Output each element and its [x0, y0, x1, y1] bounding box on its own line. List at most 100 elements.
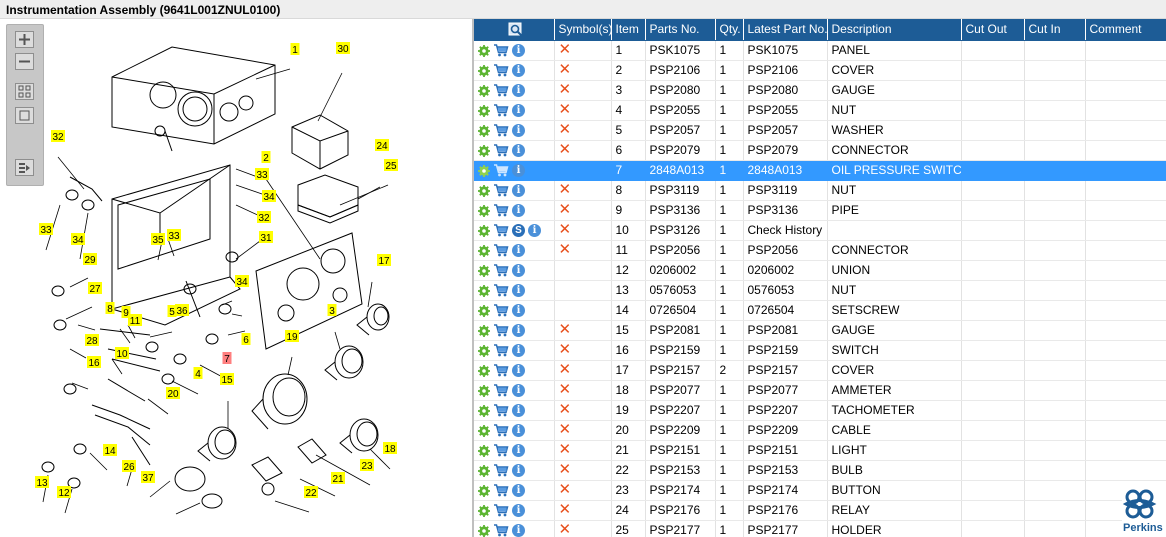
callout-10[interactable]: 10 [116, 349, 128, 360]
configure-icon[interactable] [478, 64, 490, 77]
configure-icon[interactable] [478, 244, 490, 257]
callout-1[interactable]: 1 [292, 45, 298, 56]
add-to-cart-icon[interactable] [493, 144, 509, 157]
callout-17[interactable]: 17 [378, 256, 390, 267]
info-icon[interactable]: i [512, 164, 525, 178]
info-icon[interactable]: i [512, 524, 525, 537]
info-icon[interactable]: i [528, 224, 541, 238]
column-header-actions[interactable] [474, 19, 555, 41]
callout-34[interactable]: 34 [72, 235, 84, 246]
add-to-cart-icon[interactable] [493, 424, 509, 437]
configure-icon[interactable] [478, 344, 490, 357]
add-to-cart-icon[interactable] [493, 164, 509, 177]
info-icon[interactable]: i [512, 104, 525, 118]
configure-icon[interactable] [478, 484, 490, 497]
configure-icon[interactable] [478, 444, 490, 457]
callout-34[interactable]: 34 [236, 277, 248, 288]
configure-icon[interactable] [478, 124, 490, 137]
info-icon[interactable]: i [512, 204, 525, 218]
configure-icon[interactable] [478, 264, 490, 277]
configure-icon[interactable] [478, 424, 490, 437]
callout-19[interactable]: 19 [286, 332, 298, 343]
callout-8[interactable]: 8 [107, 304, 113, 315]
supersession-icon[interactable]: S [512, 224, 525, 238]
configure-icon[interactable] [478, 404, 490, 417]
configure-icon[interactable] [478, 164, 490, 177]
callout-16[interactable]: 16 [88, 358, 100, 369]
info-icon[interactable]: i [512, 324, 525, 338]
callout-28[interactable]: 28 [86, 336, 98, 347]
column-header-comment[interactable]: Comment [1085, 19, 1166, 41]
callout-33[interactable]: 33 [256, 170, 268, 181]
add-to-cart-icon[interactable] [493, 464, 509, 477]
column-header-description[interactable]: Description [827, 19, 962, 41]
callout-25[interactable]: 25 [385, 161, 397, 172]
info-icon[interactable]: i [512, 384, 525, 398]
info-icon[interactable]: i [512, 44, 525, 58]
callout-18[interactable]: 18 [384, 444, 396, 455]
callout-9[interactable]: 9 [123, 308, 129, 319]
callout-7[interactable]: 7 [224, 354, 230, 365]
callout-5[interactable]: 5 [169, 307, 175, 318]
column-header-qty[interactable]: Qty. [715, 19, 744, 41]
add-to-cart-icon[interactable] [493, 484, 509, 497]
column-header-cut-in[interactable]: Cut In [1024, 19, 1086, 41]
column-header-cut-out[interactable]: Cut Out [961, 19, 1025, 41]
info-icon[interactable]: i [512, 404, 525, 418]
callout-27[interactable]: 27 [89, 284, 101, 295]
add-to-cart-icon[interactable] [493, 244, 509, 257]
add-to-cart-icon[interactable] [493, 84, 509, 97]
add-to-cart-icon[interactable] [493, 64, 509, 77]
info-icon[interactable]: i [512, 124, 525, 138]
add-to-cart-icon[interactable] [493, 504, 509, 517]
callout-4[interactable]: 4 [195, 369, 201, 380]
info-icon[interactable]: i [512, 424, 525, 438]
callout-2[interactable]: 2 [263, 153, 269, 164]
add-to-cart-icon[interactable] [493, 44, 509, 57]
info-icon[interactable]: i [512, 484, 525, 498]
callout-32[interactable]: 32 [258, 213, 270, 224]
info-icon[interactable]: i [512, 504, 525, 518]
info-icon[interactable]: i [512, 464, 525, 478]
callout-13[interactable]: 13 [36, 478, 48, 489]
add-to-cart-icon[interactable] [493, 224, 509, 237]
callout-3[interactable]: 3 [329, 306, 335, 317]
add-to-cart-icon[interactable] [493, 344, 509, 357]
configure-icon[interactable] [478, 284, 490, 297]
info-icon[interactable]: i [512, 84, 525, 98]
callout-37[interactable]: 37 [142, 473, 154, 484]
actual-size-button[interactable] [15, 107, 34, 124]
add-to-cart-icon[interactable] [493, 524, 509, 537]
callout-12[interactable]: 12 [58, 488, 70, 499]
callout-23[interactable]: 23 [361, 461, 373, 472]
configure-icon[interactable] [478, 104, 490, 117]
info-icon[interactable]: i [512, 344, 525, 358]
configure-icon[interactable] [478, 324, 490, 337]
info-icon[interactable]: i [512, 64, 525, 78]
configure-icon[interactable] [478, 184, 490, 197]
info-icon[interactable]: i [512, 284, 525, 298]
callout-33[interactable]: 33 [40, 225, 52, 236]
callout-21[interactable]: 21 [332, 474, 344, 485]
configure-icon[interactable] [478, 44, 490, 57]
info-icon[interactable]: i [512, 184, 525, 198]
add-to-cart-icon[interactable] [493, 104, 509, 117]
callout-15[interactable]: 15 [221, 375, 233, 386]
configure-icon[interactable] [478, 224, 490, 237]
latest-part-cell[interactable]: Check History [743, 220, 828, 241]
add-to-cart-icon[interactable] [493, 264, 509, 277]
